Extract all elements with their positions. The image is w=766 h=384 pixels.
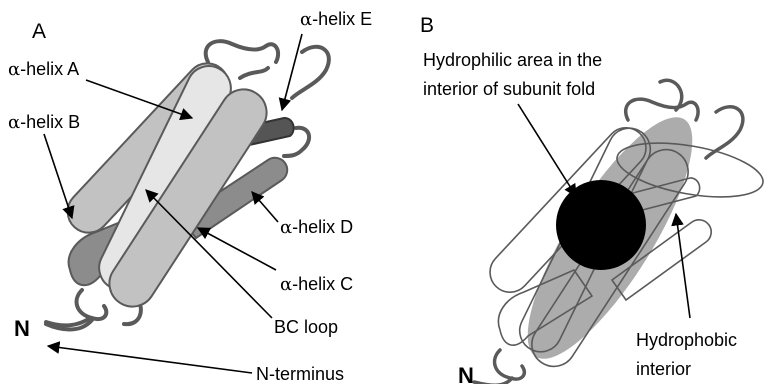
helix-c-label: α-helix C (280, 274, 353, 295)
bc-loop-label: BC loop (274, 317, 338, 337)
hydrophobic-label-line2: interior (636, 359, 691, 379)
hydrophilic-label-line2: interior of subunit fold (423, 79, 595, 99)
panel-a-letter: A (32, 20, 46, 43)
helix-b-label: α-helix B (8, 112, 80, 133)
panel-b-n-label: N (458, 363, 474, 384)
hydrophobic-label-line1: Hydrophobic (636, 330, 737, 350)
panel-b-letter: B (420, 14, 434, 37)
panel-b: B N (420, 14, 766, 384)
helix-e-label: α-helix E (300, 9, 372, 30)
panel-a-n-label: N (14, 316, 30, 341)
helix-a-label: α-helix A (8, 59, 79, 80)
hydrophilic-region (556, 180, 646, 270)
panel-a: A (8, 9, 372, 384)
hydrophilic-label-line1: Hydrophilic area in the (423, 50, 602, 70)
helix-d-label: α-helix D (280, 217, 353, 238)
n-terminus-label: N-terminus (256, 364, 344, 384)
